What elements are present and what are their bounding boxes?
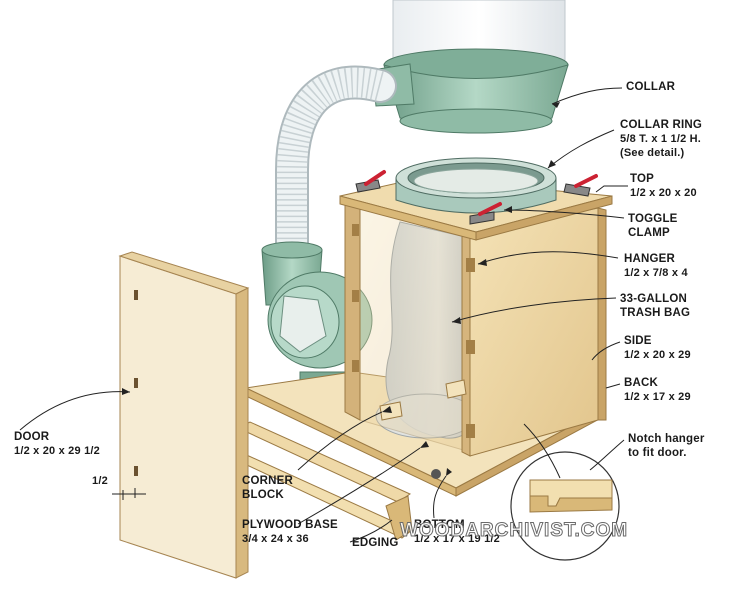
label-top: TOP 1/2 x 20 x 20 (630, 173, 697, 199)
toggle-clamps (355, 170, 598, 225)
label-bottom: BOTTOM 1/2 x 17 x 19 1/2 (414, 519, 500, 545)
cabinet-side (359, 204, 607, 457)
label-back: BACK 1/2 x 17 x 29 (624, 377, 691, 403)
label-door: DOOR 1/2 x 20 x 29 1/2 (14, 431, 100, 457)
label-trash-bag: 33-GALLON TRASH BAG (620, 293, 691, 319)
door-panel (118, 251, 250, 579)
label-corner-block: CORNER BLOCK (242, 475, 294, 501)
edging-strip (231, 451, 413, 541)
watermark: WOODARCHIVIST.COM (399, 520, 629, 542)
label-collar-ring: COLLAR RING 5/8 T. x 1 1/2 H. (See detai… (620, 119, 703, 159)
half-dimension-marks (112, 488, 146, 500)
leader-lines (19, 87, 628, 543)
label-collar: COLLAR (626, 81, 676, 93)
label-half-inch: 1/2 (92, 475, 108, 487)
label-hanger: HANGER 1/2 x 7/8 x 4 (624, 253, 688, 279)
label-plywood-base: PLYWOOD BASE 3/4 x 24 x 36 (242, 519, 338, 545)
label-side: SIDE 1/2 x 20 x 29 (624, 335, 691, 361)
notch-detail (510, 451, 620, 561)
collar-ring (395, 157, 557, 214)
leader-arrowheads (122, 102, 560, 476)
label-toggle-clamp: TOGGLE CLAMP (628, 213, 678, 239)
label-notch-hanger: Notch hanger to fit door. (628, 433, 705, 459)
flexible-hose (275, 65, 397, 267)
hangers (352, 224, 475, 438)
collar (383, 48, 569, 134)
label-edging: EDGING (352, 537, 399, 549)
